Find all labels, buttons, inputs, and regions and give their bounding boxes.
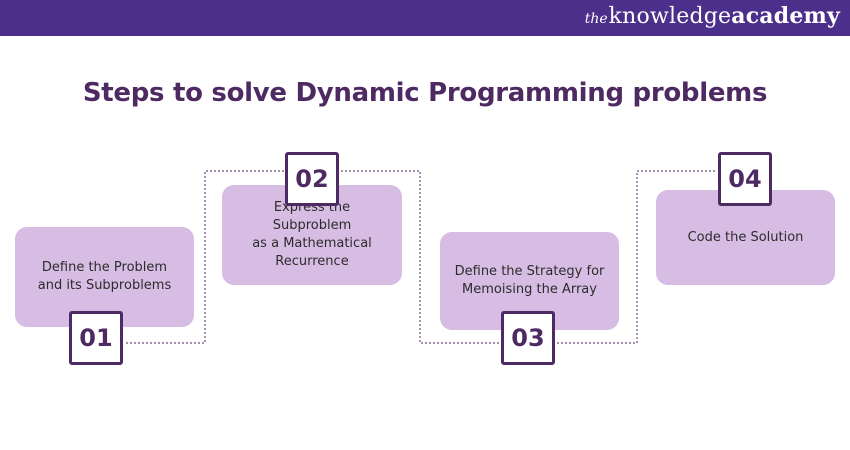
- step-number-1: 01: [69, 311, 123, 365]
- step-card-1: Define the Problem and its Subproblems: [15, 227, 194, 327]
- step-1-text: Define the Problem and its Subproblems: [37, 260, 172, 293]
- connector-01-02: [126, 170, 284, 344]
- logo-the-text: the: [584, 11, 608, 27]
- header-bar: the knowledge academy: [0, 0, 850, 36]
- step-number-3: 03: [501, 311, 555, 365]
- connector-03-04: [557, 170, 717, 344]
- step-number-2: 02: [285, 152, 339, 206]
- step-4-text: Code the Solution: [687, 229, 804, 245]
- step-3-text: Define the Strategy for Memoising the Ar…: [454, 264, 605, 297]
- page-title: Steps to solve Dynamic Programming probl…: [82, 78, 768, 108]
- brand-logo[interactable]: the knowledge academy: [585, 3, 840, 33]
- connector-02-03: [341, 170, 500, 344]
- logo-knowledge-text: knowledge: [608, 4, 732, 29]
- step-number-4: 04: [718, 152, 772, 206]
- step-2-text: Express the Subproblem as a Mathematical…: [252, 200, 372, 269]
- logo-academy-text: academy: [731, 3, 840, 29]
